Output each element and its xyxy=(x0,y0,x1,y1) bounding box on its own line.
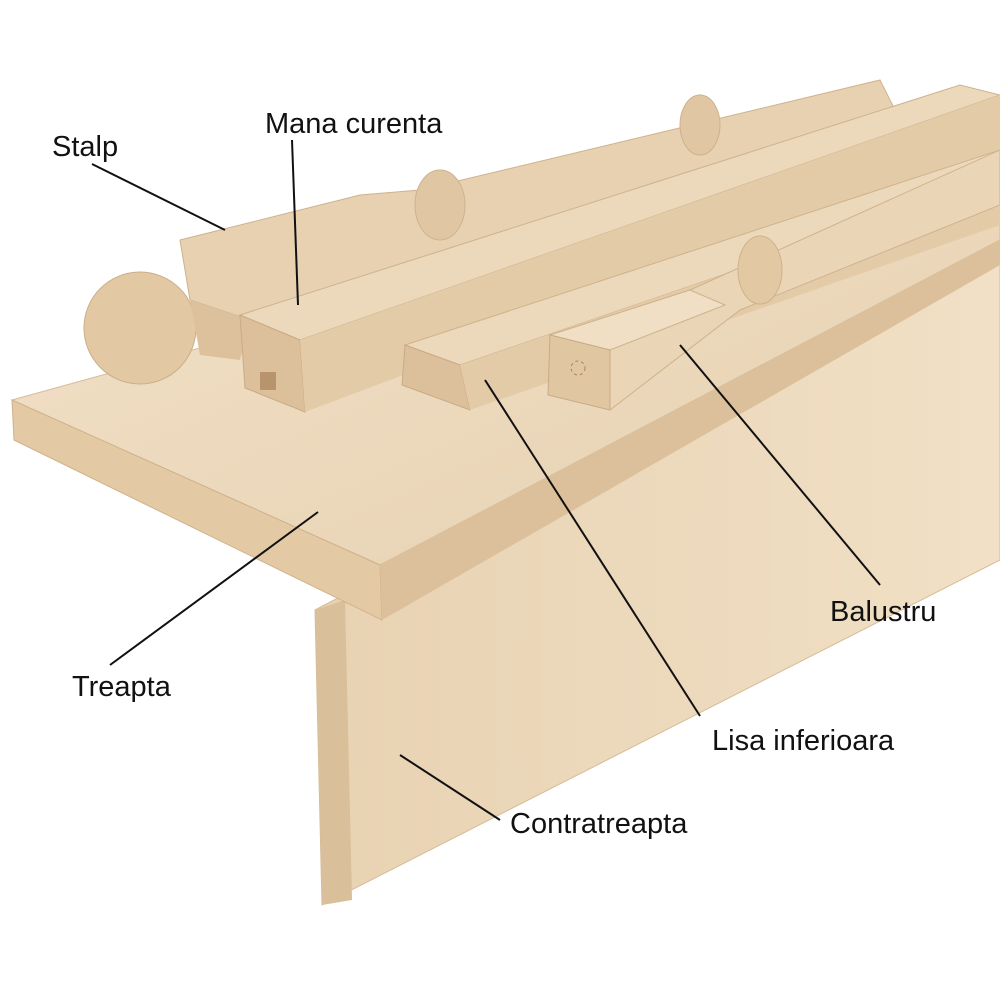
label-stalp: Stalp xyxy=(52,131,119,163)
leader-line-contratreapta xyxy=(399,754,501,821)
leader-line-stalp xyxy=(91,163,226,231)
newel-post xyxy=(83,79,901,385)
leader-line-treapta xyxy=(109,511,319,666)
leader-lines xyxy=(91,139,881,821)
leader-line-lisa-inferioara xyxy=(484,379,701,717)
baluster xyxy=(547,149,1000,411)
leader-line-balustru xyxy=(679,344,881,586)
label-contratreapta: Contratreapta xyxy=(510,808,688,840)
label-lisa-inferioara: Lisa inferioara xyxy=(712,725,895,757)
label-mana-curenta: Mana curenta xyxy=(265,108,443,140)
label-balustru: Balustru xyxy=(830,596,937,628)
leader-line-mana-curenta xyxy=(291,139,299,306)
label-treapta: Treapta xyxy=(72,671,171,703)
